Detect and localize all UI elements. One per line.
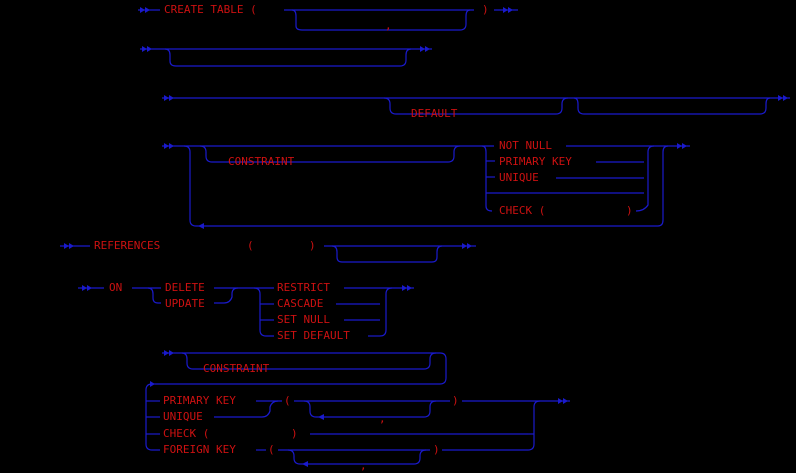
set-null-option: SET NULL bbox=[277, 313, 330, 326]
branch-rail bbox=[164, 48, 412, 67]
arrow-icon bbox=[677, 143, 687, 149]
arrow-icon bbox=[420, 46, 430, 52]
arrow-icon bbox=[164, 350, 174, 356]
arrow-icon bbox=[302, 461, 308, 467]
choice-return-rail bbox=[527, 400, 541, 451]
fk-close-paren: ) bbox=[433, 443, 440, 456]
not-null-option: NOT NULL bbox=[499, 139, 552, 152]
open-paren: ( bbox=[284, 394, 291, 407]
close-paren: ) bbox=[452, 394, 459, 407]
arrow-icon bbox=[198, 223, 204, 229]
choice-return-rail bbox=[214, 287, 239, 304]
separator-comma: , bbox=[385, 19, 392, 32]
set-default-option: SET DEFAULT bbox=[277, 329, 350, 342]
check-close-paren: ) bbox=[291, 427, 298, 440]
arrow-icon bbox=[142, 46, 152, 52]
column-constraint-diagram: CONSTRAINT NOT NULL PRIMARY KEY UNIQUE C… bbox=[162, 139, 690, 229]
choice-rail bbox=[147, 287, 161, 304]
arrow-icon bbox=[64, 243, 74, 249]
primary-key-option: PRIMARY KEY bbox=[163, 394, 236, 407]
referential-action-diagram: ON DELETE UPDATE RESTRICT CASCADE SET NU… bbox=[78, 281, 414, 342]
optional-constraint-rail bbox=[199, 145, 461, 163]
choice-return-rail bbox=[635, 145, 655, 212]
choice-return-rail bbox=[214, 400, 279, 418]
check-option: CHECK ( bbox=[163, 427, 209, 440]
close-paren: ) bbox=[309, 239, 316, 252]
optional-rail bbox=[331, 245, 443, 263]
column-definition-diagram: DEFAULT bbox=[162, 95, 790, 120]
repeat-loop-rail bbox=[303, 400, 437, 418]
arrow-icon bbox=[558, 398, 568, 404]
choice-rail bbox=[253, 287, 274, 337]
optional-default-rail bbox=[383, 97, 569, 115]
optional-constraint-rail bbox=[181, 352, 437, 370]
choice-rail bbox=[481, 145, 493, 212]
delete-option: DELETE bbox=[165, 281, 205, 294]
check-option: CHECK ( bbox=[499, 204, 545, 217]
fk-separator-comma: , bbox=[360, 459, 367, 472]
table-constraint-diagram: CONSTRAINT PRIMARY KEY UNIQUE CHECK ( ) … bbox=[145, 350, 570, 472]
arrow-icon bbox=[503, 7, 513, 13]
arrow-icon bbox=[462, 243, 472, 249]
unique-option: UNIQUE bbox=[163, 410, 203, 423]
default-keyword: DEFAULT bbox=[411, 107, 458, 120]
arrow-icon bbox=[150, 381, 155, 387]
repeat-loop-rail bbox=[291, 9, 471, 31]
repeat-loop-rail bbox=[287, 449, 427, 465]
table-element-diagram bbox=[140, 46, 432, 67]
references-keyword: REFERENCES bbox=[94, 239, 160, 252]
arrow-icon bbox=[140, 7, 150, 13]
restrict-option: RESTRICT bbox=[277, 281, 330, 294]
arrow-icon bbox=[164, 143, 174, 149]
arrow-icon bbox=[778, 95, 788, 101]
arrow-icon bbox=[402, 285, 412, 291]
update-option: UPDATE bbox=[165, 297, 205, 310]
cascade-option: CASCADE bbox=[277, 297, 323, 310]
constraint-keyword: CONSTRAINT bbox=[228, 155, 295, 168]
separator-comma: , bbox=[379, 412, 386, 425]
unique-option: UNIQUE bbox=[499, 171, 539, 184]
rail bbox=[145, 352, 447, 451]
create-table-diagram: CREATE TABLE ( , ) bbox=[138, 3, 518, 32]
open-paren: ( bbox=[247, 239, 254, 252]
arrow-icon bbox=[82, 285, 92, 291]
fk-open-paren: ( bbox=[268, 443, 275, 456]
constraint-keyword: CONSTRAINT bbox=[203, 362, 270, 375]
references-diagram: REFERENCES ( ) bbox=[60, 239, 476, 263]
primary-key-option: PRIMARY KEY bbox=[499, 155, 572, 168]
on-keyword: ON bbox=[109, 281, 122, 294]
close-paren: ) bbox=[482, 3, 489, 16]
arrow-icon bbox=[164, 95, 174, 101]
arrow-icon bbox=[318, 414, 324, 420]
choice-return-rail bbox=[379, 287, 393, 337]
check-close-paren: ) bbox=[626, 204, 633, 217]
foreign-key-option: FOREIGN KEY bbox=[163, 443, 236, 456]
optional-rail bbox=[573, 97, 771, 115]
repeat-loop-rail bbox=[183, 145, 669, 227]
create-table-keyword: CREATE TABLE ( bbox=[164, 3, 257, 16]
